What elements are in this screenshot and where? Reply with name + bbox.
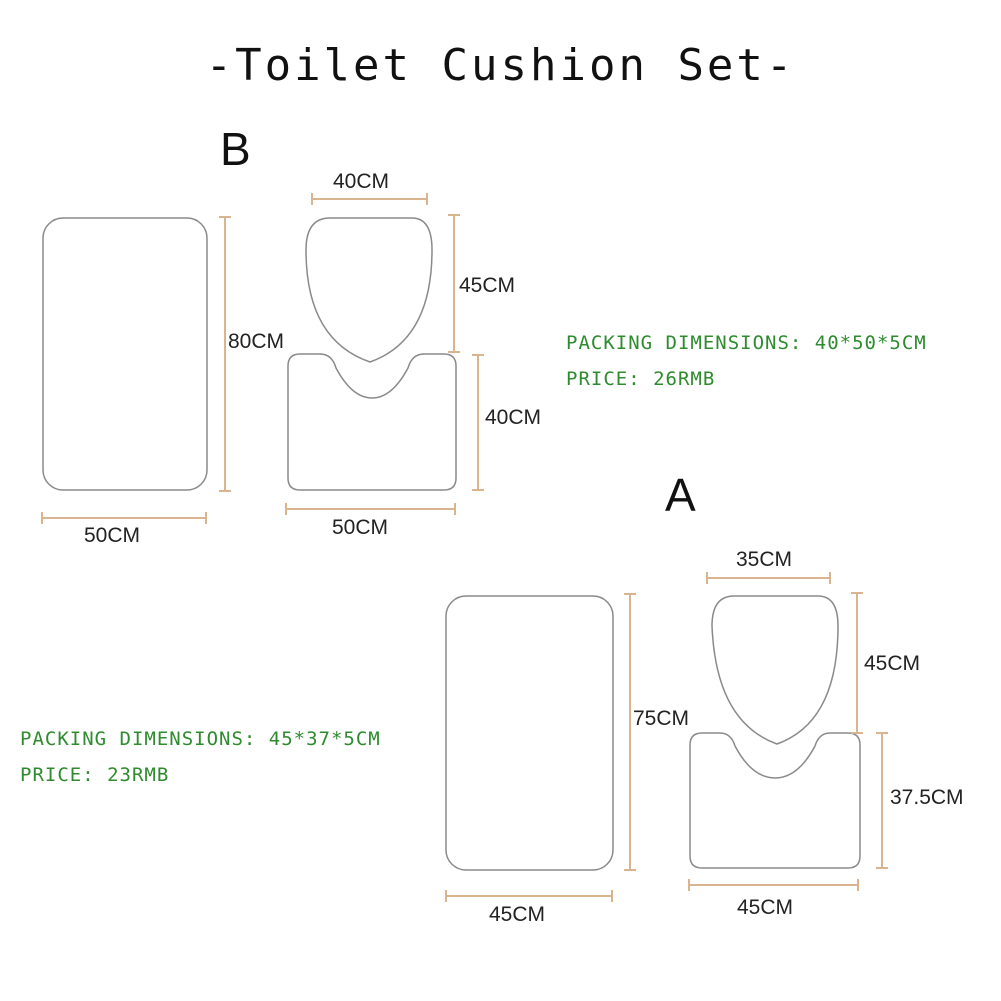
set-a-contour-height-dim (876, 732, 888, 869)
set-a-bath-mat-width-label: 45CM (489, 903, 546, 926)
set-a-contour-width-label: 45CM (737, 896, 794, 919)
set-a-contour-height-label: 37.5CM (890, 786, 964, 809)
set-b-lid-cover (305, 217, 433, 363)
set-b-bath-mat-width-dim (41, 512, 207, 524)
set-b-lid-width-label: 40CM (333, 170, 390, 193)
set-a-bath-mat-height-dim (624, 593, 636, 871)
set-b-lid-height-dim (448, 214, 460, 353)
set-b-lid-height-label: 45CM (459, 274, 516, 297)
set-b-contour-height-label: 40CM (485, 406, 542, 429)
set-b-bath-mat (42, 217, 208, 491)
page-title: -Toilet Cushion Set- (205, 40, 796, 91)
set-a-packing-dimensions: PACKING DIMENSIONS: 45*37*5CM (20, 728, 381, 750)
set-b-packing-dimensions: PACKING DIMENSIONS: 40*50*5CM (566, 332, 927, 354)
set-b-bath-mat-width-label: 50CM (84, 524, 141, 547)
set-a-lid-cover (711, 595, 839, 745)
set-a-lid-height-label: 45CM (864, 652, 921, 675)
set-a-contour-width-dim (688, 879, 859, 891)
set-a-price: PRICE: 23RMB (20, 764, 170, 786)
set-b-bath-mat-height-label: 80CM (228, 330, 285, 353)
set-a-bath-mat (445, 595, 614, 871)
set-b-contour-width-dim (285, 503, 456, 515)
set-b-price: PRICE: 26RMB (566, 368, 716, 390)
set-b-contour-height-dim (472, 354, 484, 491)
set-b-bath-mat-height-dim (219, 216, 231, 492)
set-a-bath-mat-width-dim (445, 890, 613, 902)
set-b-contour-width-label: 50CM (332, 516, 389, 539)
set-a-bath-mat-height-label: 75CM (633, 707, 690, 730)
set-b-letter: B (220, 123, 251, 175)
set-a-lid-width-label: 35CM (736, 548, 793, 571)
set-a-lid-width-dim (706, 572, 831, 584)
set-a-contour-mat (689, 732, 861, 869)
set-b-contour-mat (287, 353, 457, 491)
set-a-lid-height-dim (851, 592, 863, 734)
set-a-letter: A (665, 469, 696, 521)
set-b-lid-width-dim (311, 193, 428, 205)
